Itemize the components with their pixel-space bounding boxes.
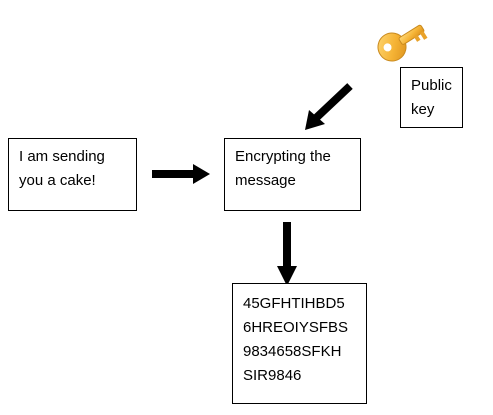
- ciphertext-line: 9834658SFKH: [243, 343, 342, 360]
- encryption-box: Encrypting the message: [224, 138, 361, 211]
- plaintext-line: you a cake!: [19, 172, 96, 189]
- arrow-plaintext-to-encryption: [152, 164, 210, 184]
- plaintext-line: I am sending: [19, 148, 105, 165]
- plaintext-box: I am sending you a cake!: [8, 138, 137, 211]
- ciphertext-line: SIR9846: [243, 367, 302, 384]
- public-key-line: key: [411, 101, 435, 118]
- ciphertext-box: 45GFHTIHBD5 6HREOIYSFBS 9834658SFKH SIR9…: [232, 283, 367, 404]
- key-icon: [377, 24, 428, 62]
- encryption-line: message: [235, 172, 296, 189]
- public-key-box: Public key: [400, 67, 463, 128]
- arrow-encryption-to-ciphertext: [277, 222, 297, 286]
- ciphertext-line: 6HREOIYSFBS: [243, 319, 349, 336]
- ciphertext-line: 45GFHTIHBD5: [243, 295, 345, 312]
- public-key-line: Public: [411, 77, 452, 94]
- encryption-line: Encrypting the: [235, 148, 331, 165]
- arrow-key-to-encryption: [305, 83, 353, 130]
